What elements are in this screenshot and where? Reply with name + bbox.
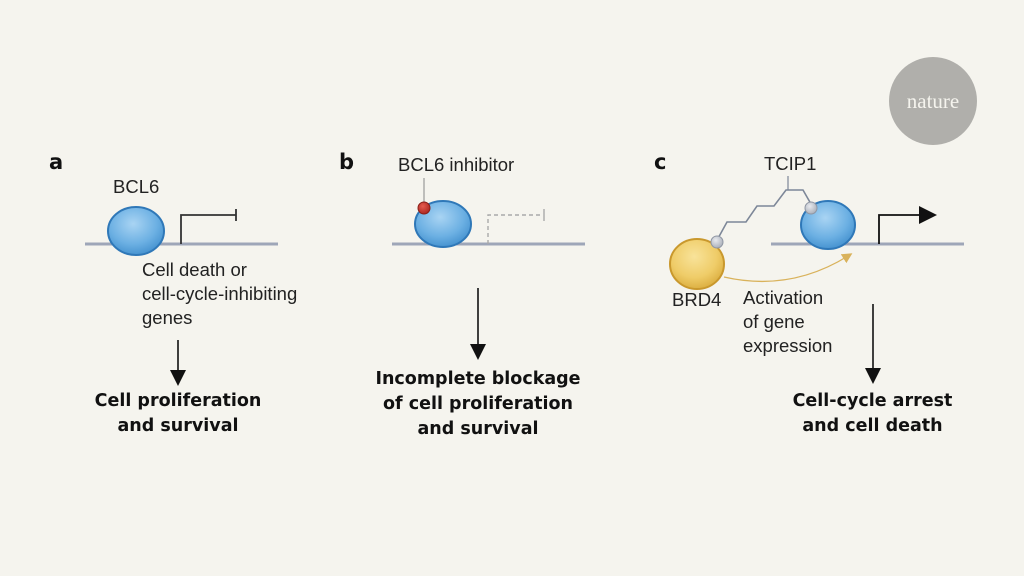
panel-b-promoter-partial [487, 214, 543, 244]
panel-c-outcome-line: and cell death [802, 416, 943, 436]
panel-a-gene-label-line: Cell death or [142, 259, 247, 280]
panel-c-outcome: Cell-cycle arrest and cell death [760, 389, 985, 439]
panel-b-outcome-line: and survival [417, 419, 539, 439]
panel-c-brd4-protein [669, 238, 725, 290]
panel-c-brd4-label: BRD4 [672, 289, 722, 310]
panel-a-gene-label-line: genes [142, 307, 193, 328]
panel-b-outcome-line: Incomplete blockage [375, 369, 581, 389]
panel-a-outcome-line: Cell proliferation [94, 391, 262, 411]
panel-b-inhibitor-label: BCL6 inhibitor [398, 154, 515, 175]
panel-c-promoter-active [878, 206, 937, 244]
panel-b-outcome-line: of cell proliferation [382, 394, 573, 414]
panel-b-outcome: Incomplete blockage of cell proliferatio… [348, 367, 608, 442]
panel-a-promoter-repressed [180, 214, 236, 244]
nature-logo-text: nature [906, 88, 960, 113]
panel-c-brd4-ligand [710, 235, 724, 249]
panel-a-outcome-line: and survival [117, 416, 239, 436]
panel-a-outcome: Cell proliferation and survival [68, 389, 288, 439]
panel-a-protein-label: BCL6 [113, 176, 160, 197]
panel-c-activation-label-line: expression [743, 335, 833, 356]
panel-a-label: a [49, 150, 64, 174]
panel-c-activation-label: Activation of gene expression [743, 286, 832, 358]
panel-c-activation-arrow [723, 253, 853, 282]
panel-a-bcl6-protein [107, 206, 165, 256]
panel-b-label: b [339, 150, 355, 174]
panel-c-activation-label-line: of gene [743, 311, 805, 332]
panel-c-bcl6-ligand [804, 201, 818, 215]
panel-b-bcl6-protein [414, 200, 472, 248]
panel-c-label: c [654, 150, 667, 174]
panel-c-linker-label: TCIP1 [764, 153, 817, 174]
nature-logo: nature [889, 57, 977, 145]
panel-c-outcome-line: Cell-cycle arrest [792, 391, 953, 411]
panel-a-gene-label-line: cell-cycle-inhibiting [142, 283, 298, 304]
panel-a-gene-label: Cell death or cell-cycle-inhibiting gene… [142, 258, 297, 330]
panel-b-inhibitor-molecule [417, 201, 431, 215]
panel-c-activation-label-line: Activation [743, 287, 824, 308]
panel-c-tcip1-linker [715, 189, 812, 243]
